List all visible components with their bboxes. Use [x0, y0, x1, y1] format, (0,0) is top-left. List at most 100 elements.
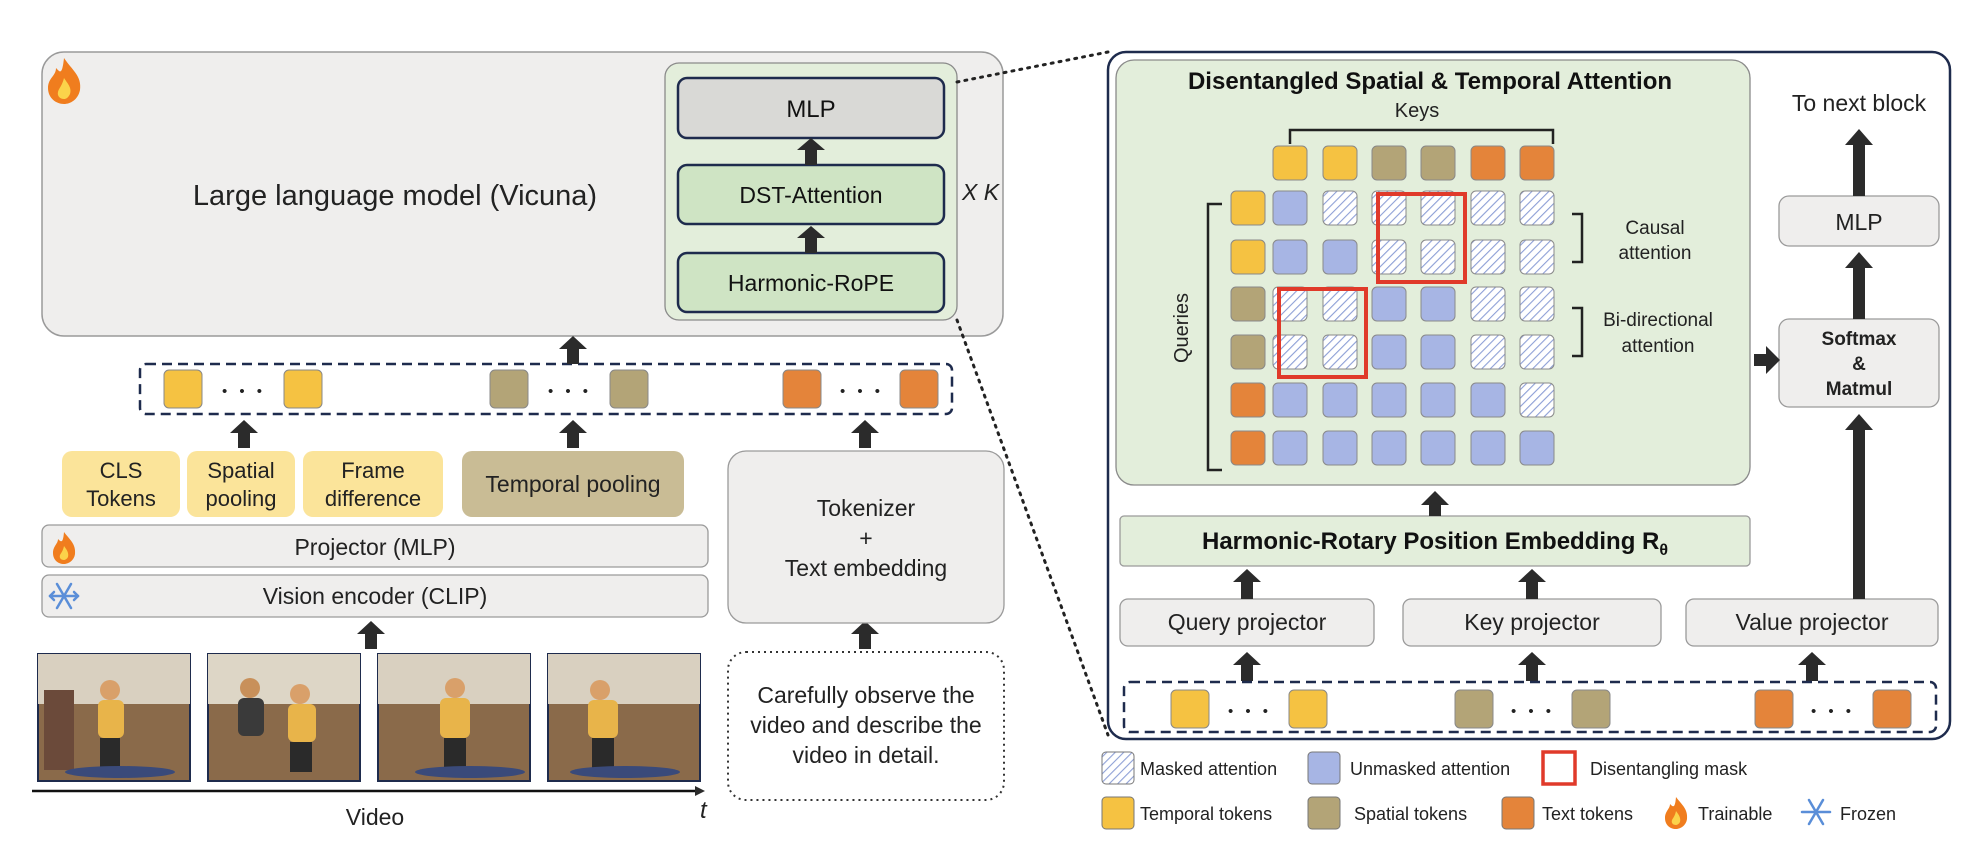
- unmasked-cell: [1371, 334, 1407, 370]
- queries-bracket: [1206, 202, 1222, 472]
- unmasked-cell: [1470, 430, 1506, 466]
- unmasked-cell: [1272, 190, 1308, 226]
- tokenizer-label: Tokenizer: [817, 495, 916, 521]
- masked-cell: [1371, 190, 1407, 226]
- unmasked-cell: [1420, 430, 1456, 466]
- spatial-token: [1454, 689, 1494, 729]
- cls-tokens-label-2: Tokens: [86, 486, 156, 511]
- spatial-token: [1571, 689, 1611, 729]
- masked-cell: [1322, 286, 1358, 322]
- temporal-pooling-label: Temporal pooling: [485, 471, 660, 497]
- legend-trainable-label: Trainable: [1698, 804, 1772, 824]
- video-label: Video: [346, 804, 404, 830]
- causal-label-2: attention: [1619, 243, 1692, 264]
- key-token-text: [1519, 145, 1555, 181]
- ellipsis: • • •: [222, 383, 266, 400]
- video-frame: [377, 653, 531, 782]
- legend-spatial-swatch: [1307, 796, 1341, 830]
- unmasked-cell: [1420, 382, 1456, 418]
- query-token-text: [1230, 382, 1266, 418]
- legend-temporal-swatch: [1101, 796, 1135, 830]
- query-token-spatial: [1230, 286, 1266, 322]
- masked-cell: [1420, 239, 1456, 275]
- unmasked-cell: [1272, 239, 1308, 275]
- key-token-spatial: [1371, 145, 1407, 181]
- dst-title: Disentangled Spatial & Temporal Attentio…: [1188, 68, 1672, 95]
- unmasked-cell: [1322, 239, 1358, 275]
- vision-encoder-box: [41, 574, 709, 618]
- bidir-label-2: attention: [1622, 336, 1695, 357]
- temporal-token: [163, 369, 203, 409]
- query-token-temporal: [1230, 239, 1266, 275]
- masked-cell: [1470, 239, 1506, 275]
- temporal-token: [1288, 689, 1328, 729]
- token-row-left: • • • • • • • • •: [163, 369, 939, 409]
- legend-unmasked-swatch: [1307, 751, 1341, 785]
- stack-arrows: [797, 138, 825, 253]
- causal-bracket: [1572, 212, 1584, 264]
- query-token-temporal: [1230, 190, 1266, 226]
- projector-label: Projector (MLP): [294, 534, 455, 560]
- unmasked-cell: [1420, 286, 1456, 322]
- softmax-label-2: &: [1852, 354, 1866, 375]
- prompt-line-2: video and describe the: [750, 712, 981, 738]
- keys-label: Keys: [1395, 100, 1439, 122]
- next-block-label: To next block: [1792, 90, 1927, 116]
- spatial-token: [609, 369, 649, 409]
- legend-unmasked-label: Unmasked attention: [1350, 759, 1510, 779]
- snowflake-icon: [48, 582, 80, 610]
- masked-cell: [1519, 334, 1555, 370]
- ellipsis: • • •: [1811, 703, 1855, 720]
- text-embedding-label: Text embedding: [785, 555, 947, 581]
- harmonic-rope-label: Harmonic-Rotary Position Embedding Rθ: [1202, 528, 1668, 559]
- masked-cell: [1519, 239, 1555, 275]
- legend-frozen-label: Frozen: [1840, 804, 1896, 824]
- prompt-line-1: Carefully observe the: [757, 682, 974, 708]
- legend-disentangle-label: Disentangling mask: [1590, 759, 1748, 779]
- disentangle-mask-causal: [1376, 192, 1467, 284]
- prompt-line-3: video in detail.: [792, 742, 939, 768]
- video-frame: [207, 653, 361, 782]
- queries-label: Queries: [1171, 293, 1193, 363]
- ellipsis: • • •: [1511, 703, 1555, 720]
- temporal-pooling-box: [462, 451, 684, 517]
- legend-text-swatch: [1501, 796, 1535, 830]
- spatial-token: [489, 369, 529, 409]
- masked-cell: [1420, 190, 1456, 226]
- ellipsis: • • •: [840, 383, 884, 400]
- causal-label-1: Causal: [1625, 218, 1684, 239]
- text-token: [1872, 689, 1912, 729]
- unmasked-cell: [1272, 430, 1308, 466]
- stack-mlp-label: MLP: [786, 96, 835, 123]
- key-token-spatial: [1420, 145, 1456, 181]
- legend-spatial-label: Spatial tokens: [1354, 804, 1467, 824]
- attention-mask-grid: [1272, 190, 1555, 466]
- softmax-label-3: Matmul: [1826, 379, 1893, 400]
- key-projector-label: Key projector: [1464, 609, 1600, 635]
- spatial-pooling-box: [187, 451, 295, 517]
- bidir-label-1: Bi-directional: [1603, 310, 1713, 331]
- query-projector-label: Query projector: [1168, 609, 1327, 635]
- text-token: [782, 369, 822, 409]
- cls-tokens-box: [62, 451, 180, 517]
- zoom-connector-top: [955, 50, 1110, 84]
- left-arrows: [230, 336, 879, 649]
- unmasked-cell: [1371, 286, 1407, 322]
- unmasked-cell: [1470, 382, 1506, 418]
- unmasked-cell: [1272, 382, 1308, 418]
- projector-box: [41, 524, 709, 568]
- masked-cell: [1272, 334, 1308, 370]
- masked-cell: [1470, 190, 1506, 226]
- unmasked-cell: [1519, 430, 1555, 466]
- fire-icon: [48, 58, 81, 104]
- key-token-temporal: [1272, 145, 1308, 181]
- mlp-label: MLP: [1835, 209, 1882, 235]
- unmasked-cell: [1322, 430, 1358, 466]
- value-projector-box: [1685, 598, 1939, 647]
- legend-text-label: Text tokens: [1542, 804, 1633, 824]
- vision-encoder-label: Vision encoder (CLIP): [263, 583, 488, 609]
- unmasked-cell: [1371, 382, 1407, 418]
- repeat-label: X K: [961, 179, 1001, 205]
